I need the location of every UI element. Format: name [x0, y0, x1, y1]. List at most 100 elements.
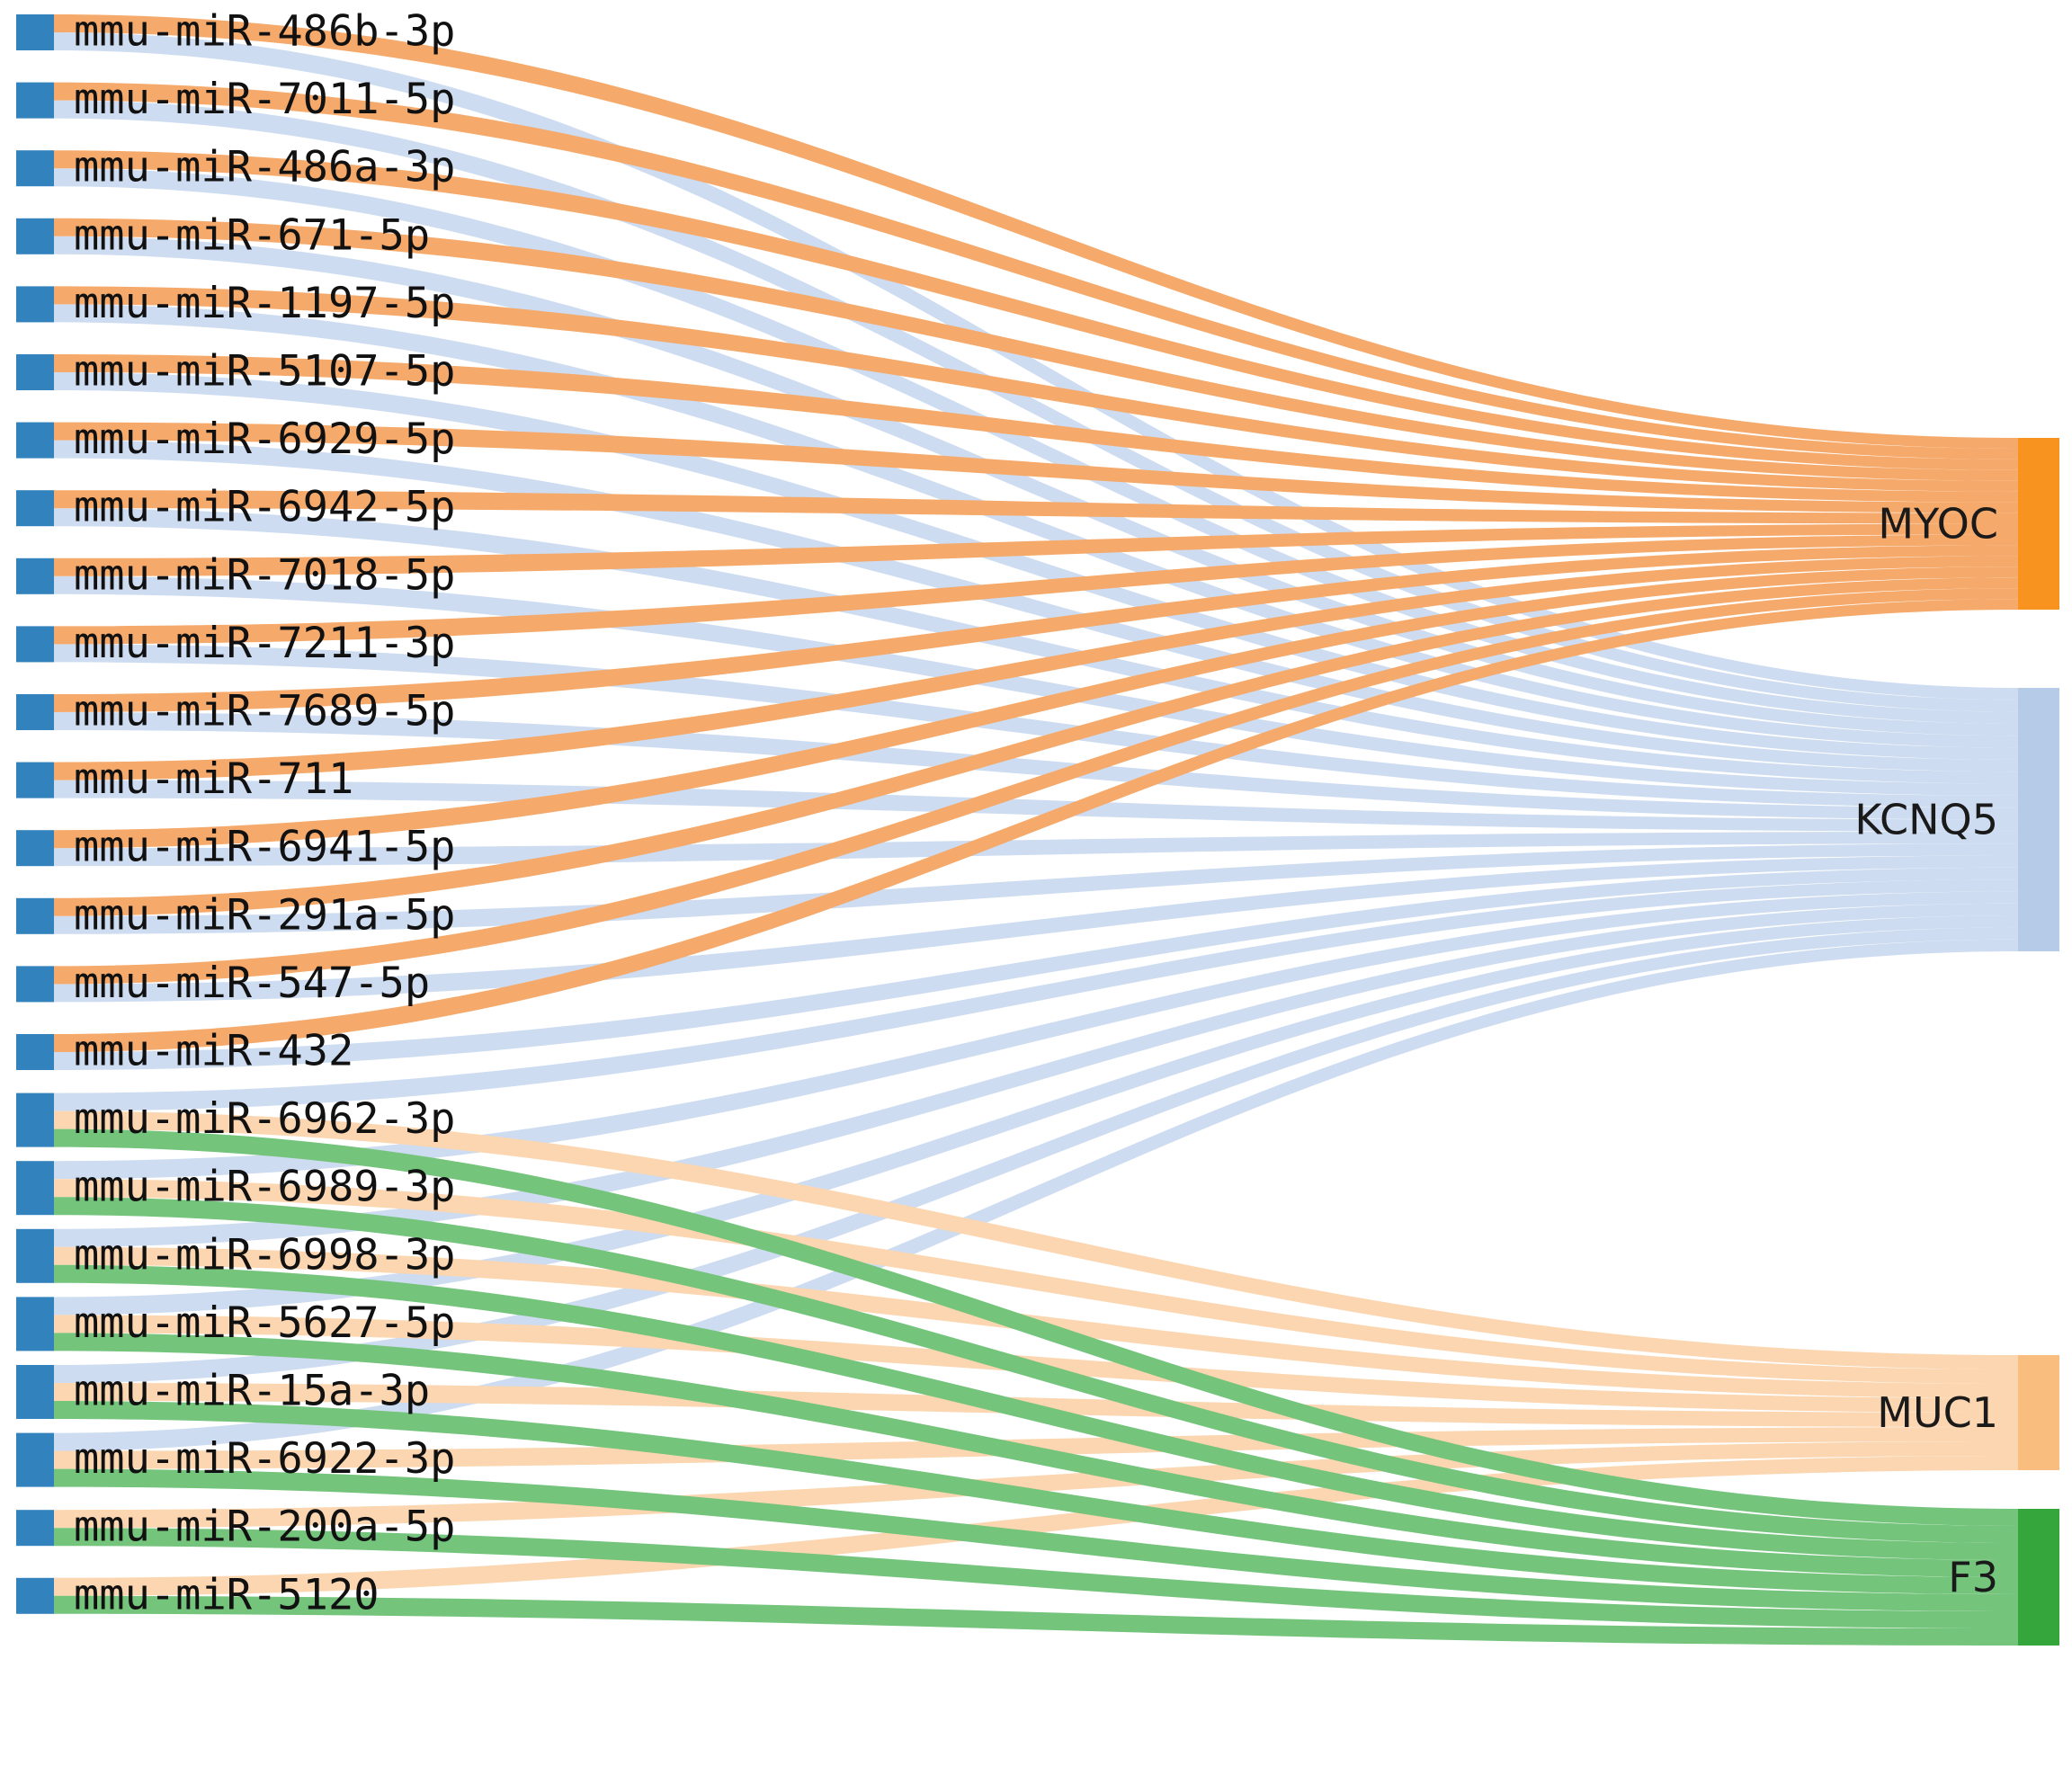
target-node[interactable]	[2018, 438, 2059, 610]
sankey-link[interactable]	[54, 14, 2018, 449]
sankey-link[interactable]	[54, 1456, 2018, 1596]
sankey-link[interactable]	[54, 422, 2018, 513]
sankey-link[interactable]	[54, 1528, 2018, 1628]
sankey-link[interactable]	[54, 1333, 2018, 1577]
source-node[interactable]	[16, 490, 54, 527]
sankey-link[interactable]	[54, 82, 2018, 459]
sankey-link[interactable]	[54, 490, 2018, 524]
sankey-link[interactable]	[54, 440, 2018, 772]
source-node-label: mmu-miR-711	[74, 754, 353, 804]
target-node[interactable]	[2018, 1509, 2059, 1646]
sankey-link[interactable]	[54, 1128, 2018, 1526]
target-node[interactable]	[2018, 1355, 2059, 1470]
sankey-link[interactable]	[54, 523, 2018, 576]
sankey-link[interactable]	[54, 100, 2018, 712]
target-node-label: MUC1	[1877, 1388, 1998, 1437]
source-node[interactable]	[16, 897, 54, 934]
source-node[interactable]	[16, 286, 54, 323]
sankey-link[interactable]	[54, 575, 2018, 796]
source-node[interactable]	[16, 218, 54, 254]
source-node[interactable]	[16, 1432, 54, 1487]
source-node[interactable]	[16, 1034, 54, 1070]
sankey-link[interactable]	[54, 218, 2018, 481]
label-group: mmu-miR-486b-3pmmu-miR-7011-5pmmu-miR-48…	[74, 7, 1998, 1620]
source-node-label: mmu-miR-200a-5p	[74, 1503, 455, 1552]
sankey-link[interactable]	[54, 843, 2018, 934]
source-node[interactable]	[16, 1510, 54, 1547]
sankey-link[interactable]	[54, 304, 2018, 748]
sankey-link[interactable]	[54, 891, 2018, 1180]
sankey-link[interactable]	[54, 1264, 2018, 1560]
link-group	[54, 14, 2018, 1646]
source-node[interactable]	[16, 1093, 54, 1147]
source-node-label: mmu-miR-5120	[74, 1570, 380, 1619]
sankey-link[interactable]	[54, 855, 2018, 1003]
sankey-link[interactable]	[54, 1468, 2018, 1611]
sankey-link[interactable]	[54, 927, 2018, 1383]
sankey-link[interactable]	[54, 903, 2018, 1247]
source-node[interactable]	[16, 830, 54, 867]
source-node-label: mmu-miR-486a-3p	[74, 143, 455, 192]
sankey-link[interactable]	[54, 1401, 2018, 1594]
sankey-link[interactable]	[54, 372, 2018, 760]
source-node[interactable]	[16, 1228, 54, 1283]
sankey-link[interactable]	[54, 556, 2018, 780]
node-group	[16, 14, 2059, 1646]
sankey-link[interactable]	[54, 1110, 2018, 1369]
source-node-label: mmu-miR-5107-5p	[74, 347, 455, 397]
source-node[interactable]	[16, 354, 54, 390]
source-node-label: mmu-miR-6929-5p	[74, 415, 455, 464]
source-node[interactable]	[16, 82, 54, 119]
sankey-link[interactable]	[54, 150, 2018, 470]
source-node-label: mmu-miR-291a-5p	[74, 890, 455, 940]
sankey-link[interactable]	[54, 588, 2018, 985]
source-node[interactable]	[16, 422, 54, 459]
sankey-link[interactable]	[54, 354, 2018, 503]
source-node-label: mmu-miR-7011-5p	[74, 75, 455, 124]
target-node[interactable]	[2018, 688, 2059, 951]
sankey-link[interactable]	[54, 577, 2018, 916]
source-node[interactable]	[16, 694, 54, 730]
source-node-label: mmu-miR-432	[74, 1027, 353, 1076]
sankey-link[interactable]	[54, 1595, 2018, 1646]
sankey-link[interactable]	[54, 915, 2018, 1316]
target-node-label: F3	[1948, 1553, 1998, 1601]
source-node-label: mmu-miR-547-5p	[74, 959, 430, 1008]
source-node-label: mmu-miR-6998-3p	[74, 1230, 455, 1280]
sankey-link[interactable]	[54, 1197, 2018, 1543]
sankey-link[interactable]	[54, 599, 2018, 1052]
sankey-link[interactable]	[54, 780, 2018, 832]
source-node[interactable]	[16, 150, 54, 187]
source-node-label: mmu-miR-6922-3p	[74, 1434, 455, 1484]
sankey-link[interactable]	[54, 545, 2018, 712]
source-node[interactable]	[16, 557, 54, 594]
source-node[interactable]	[16, 1161, 54, 1216]
sankey-link[interactable]	[54, 534, 2018, 645]
source-node[interactable]	[16, 626, 54, 663]
sankey-link[interactable]	[54, 32, 2018, 700]
sankey-link[interactable]	[54, 168, 2018, 724]
source-node-label: mmu-miR-6962-3p	[74, 1094, 455, 1144]
sankey-link[interactable]	[54, 879, 2018, 1111]
source-node-label: mmu-miR-7211-3p	[74, 619, 455, 668]
source-node[interactable]	[16, 966, 54, 1003]
sankey-link[interactable]	[54, 939, 2018, 1451]
source-node[interactable]	[16, 1365, 54, 1419]
sankey-link[interactable]	[54, 1179, 2018, 1384]
source-node[interactable]	[16, 762, 54, 798]
sankey-link[interactable]	[54, 867, 2018, 1070]
source-node[interactable]	[16, 1577, 54, 1614]
sankey-link[interactable]	[54, 566, 2018, 849]
sankey-link[interactable]	[54, 644, 2018, 808]
source-node[interactable]	[16, 14, 54, 50]
source-node-label: mmu-miR-6942-5p	[74, 483, 455, 532]
source-node-label: mmu-miR-1197-5p	[74, 279, 455, 328]
sankey-link[interactable]	[54, 508, 2018, 784]
sankey-link[interactable]	[54, 286, 2018, 492]
source-node[interactable]	[16, 1297, 54, 1351]
source-node-label: mmu-miR-6989-3p	[74, 1163, 455, 1212]
sankey-link[interactable]	[54, 236, 2018, 736]
source-node-label: mmu-miR-7689-5p	[74, 687, 455, 736]
